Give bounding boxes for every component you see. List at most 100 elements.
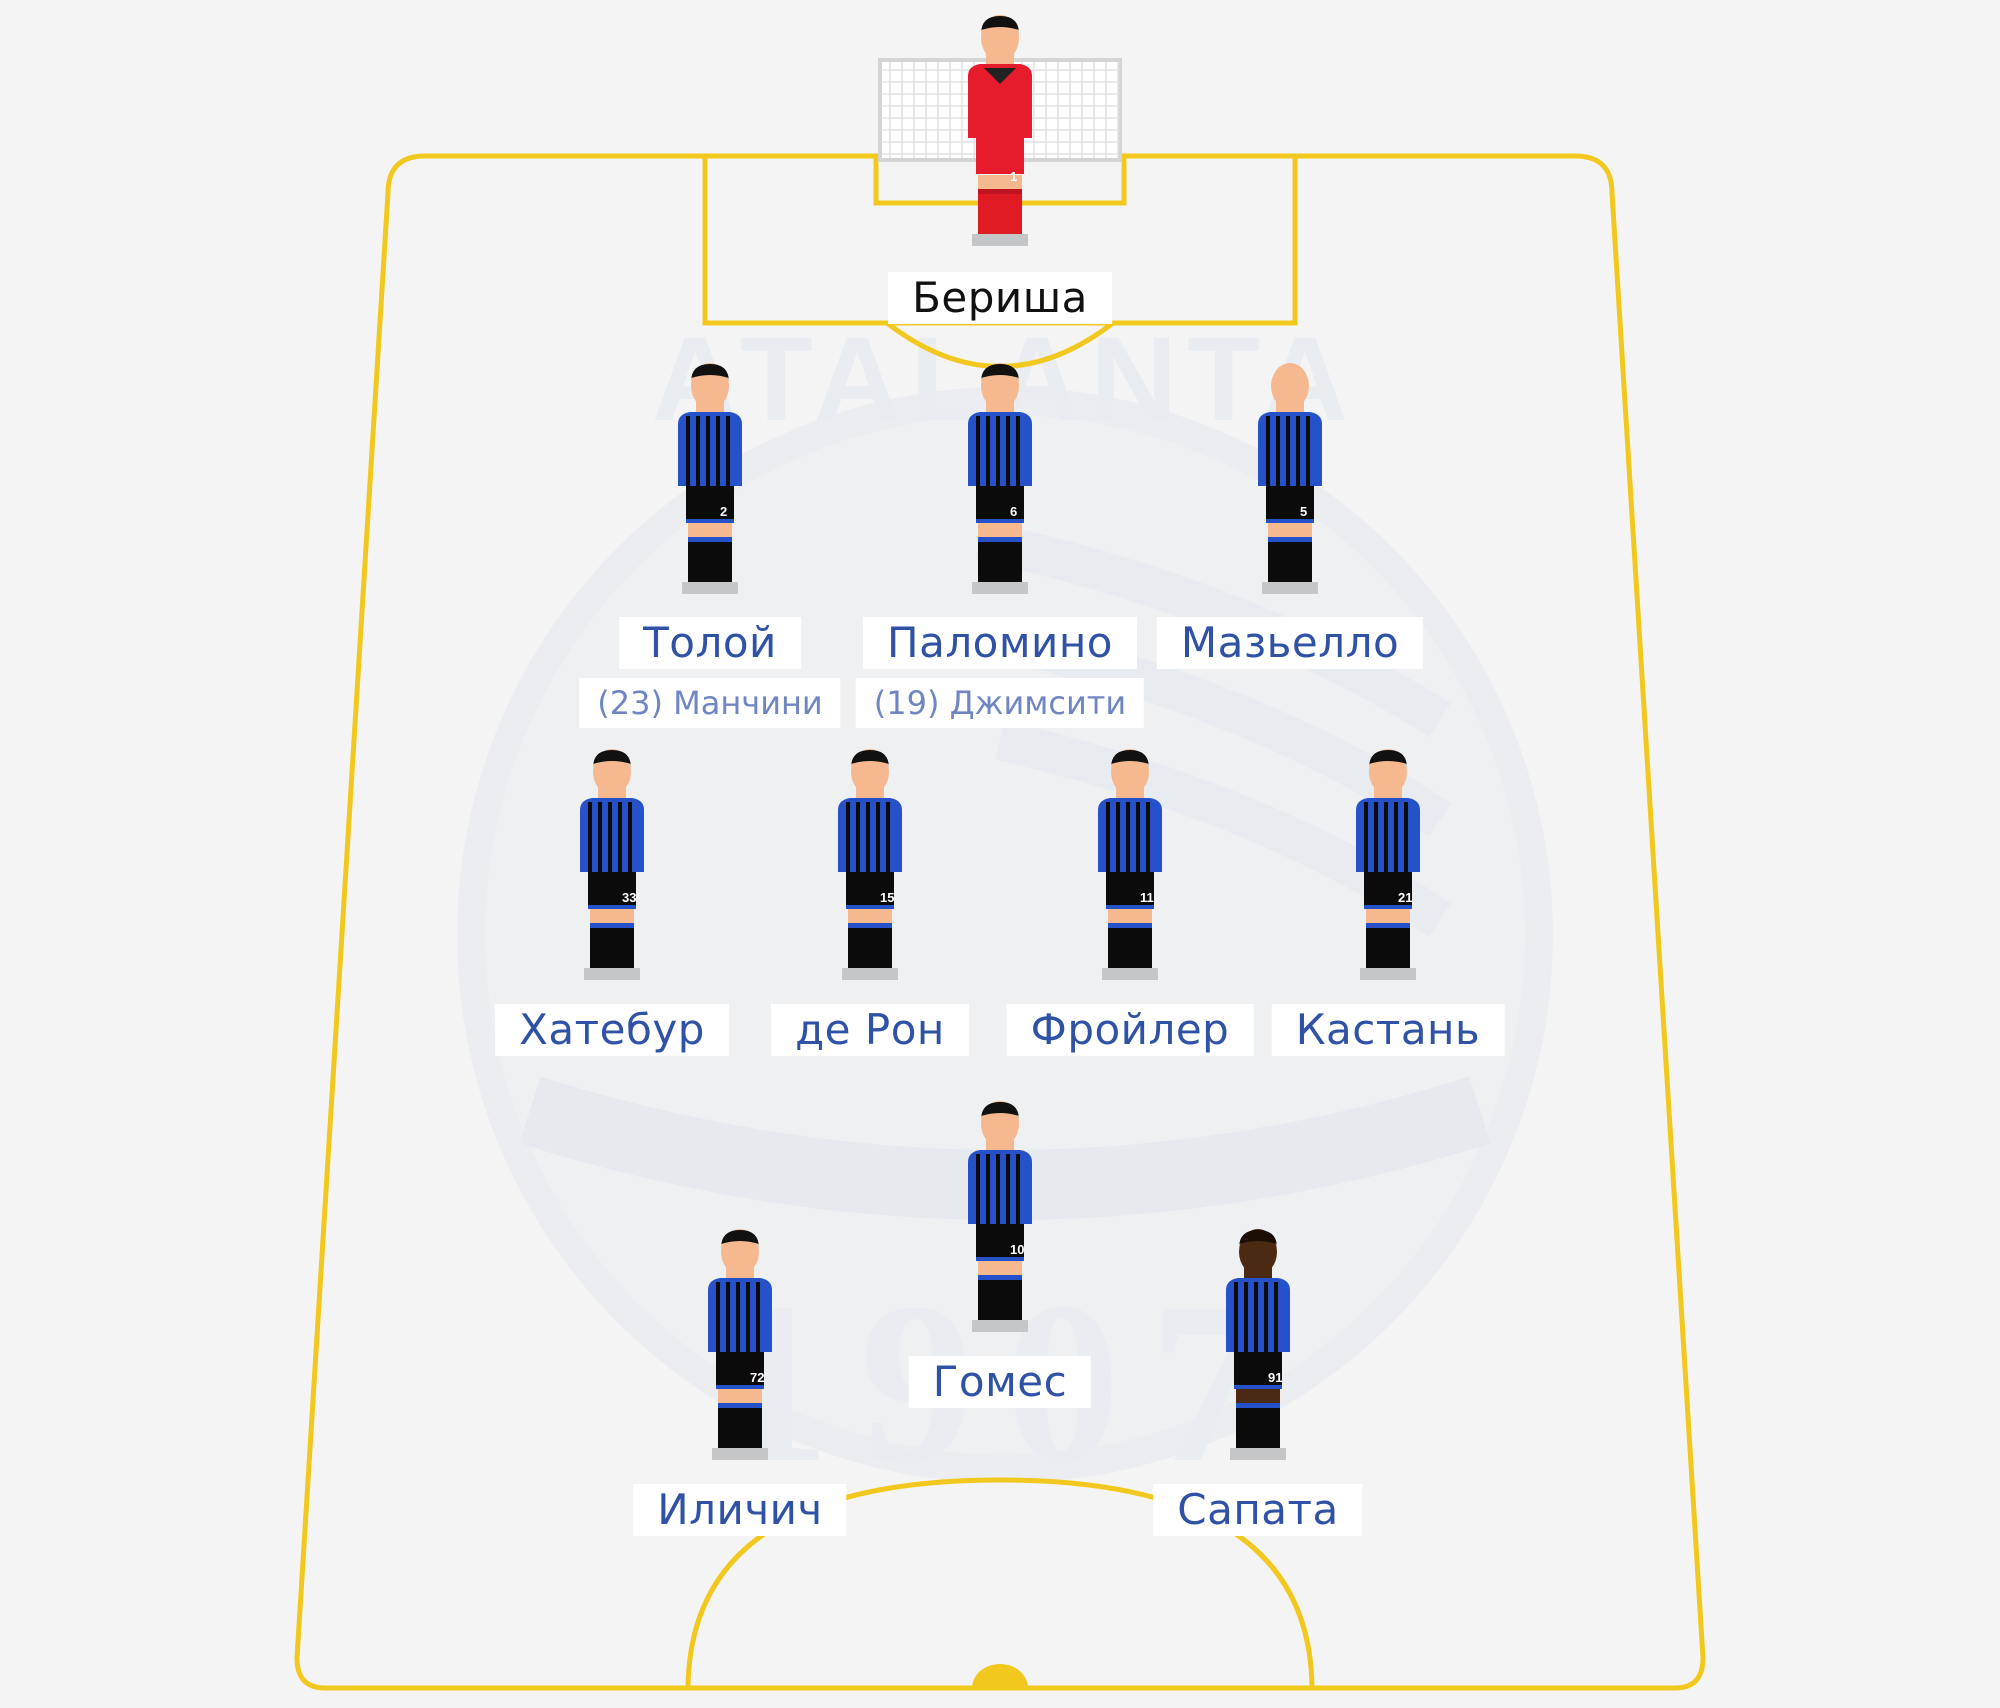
shirt-stripe xyxy=(1116,802,1120,878)
shirt-stripe xyxy=(1006,416,1010,492)
sock-band xyxy=(1236,1403,1280,1408)
lower-socks xyxy=(978,1290,1022,1320)
player-figure xyxy=(708,1229,772,1418)
shirt-stripe xyxy=(598,802,602,878)
jersey-number: 1 xyxy=(1010,169,1018,184)
legs xyxy=(978,175,1022,189)
shirt-stripe xyxy=(1296,416,1300,492)
shirt-stripe xyxy=(886,802,890,878)
shorts-trim xyxy=(1106,905,1154,909)
shirt-stripe xyxy=(756,1282,760,1358)
shorts-trim xyxy=(588,905,636,909)
jersey-number: 21 xyxy=(1398,890,1413,905)
shorts-trim xyxy=(1364,905,1412,909)
player-base xyxy=(972,552,1028,594)
shirt-stripe xyxy=(716,1282,720,1358)
stand-base xyxy=(972,234,1028,246)
shirt-stripe xyxy=(1364,802,1368,878)
shirt-stripe xyxy=(976,1154,980,1230)
shirt-stripe xyxy=(618,802,622,878)
socks xyxy=(590,928,634,938)
shirt-stripe xyxy=(746,1282,750,1358)
player-castagne: 21 xyxy=(1338,748,1438,980)
shorts xyxy=(1106,872,1154,908)
legs xyxy=(590,909,634,923)
shirt-stripe xyxy=(1006,1154,1010,1230)
shirt-stripe xyxy=(1384,802,1388,878)
sock-band xyxy=(978,189,1022,194)
socks xyxy=(978,1280,1022,1290)
stand-base xyxy=(972,582,1028,594)
player-base xyxy=(842,938,898,980)
substitute-label: (19) Джимсити xyxy=(855,678,1145,728)
stand-base xyxy=(1102,968,1158,980)
shirt-stripe xyxy=(1126,802,1130,878)
shorts xyxy=(976,138,1024,174)
shorts xyxy=(1234,1352,1282,1388)
player-toloi: 2 xyxy=(660,362,760,594)
shirt-stripe xyxy=(856,802,860,878)
shirt-stripe xyxy=(876,802,880,878)
hair xyxy=(1369,750,1407,768)
lower-socks xyxy=(848,938,892,968)
shirt-stripe xyxy=(608,802,612,878)
shorts-trim xyxy=(1234,1385,1282,1389)
center-spot xyxy=(972,1664,1028,1688)
player-base xyxy=(712,1418,768,1460)
stand-base xyxy=(1360,968,1416,980)
player-name-label: Паломино xyxy=(863,617,1137,669)
sock-band xyxy=(978,537,1022,542)
shirt-stripe xyxy=(1276,416,1280,492)
shirt-stripe xyxy=(588,802,592,878)
player-name-label: Мазьелло xyxy=(1156,617,1424,669)
stand-base xyxy=(712,1448,768,1460)
hair xyxy=(721,1230,759,1248)
player-name-label: Гомес xyxy=(908,1356,1092,1408)
sock-band xyxy=(1268,537,1312,542)
shorts-trim xyxy=(976,519,1024,523)
shorts-trim xyxy=(846,905,894,909)
player-name-label: Сапата xyxy=(1153,1484,1363,1536)
player-deroon: 15 xyxy=(820,748,920,980)
socks xyxy=(688,542,732,552)
player-name-label: де Рон xyxy=(771,1004,969,1056)
stand-base xyxy=(1230,1448,1286,1460)
shirt-stripe xyxy=(846,802,850,878)
shirt-stripe xyxy=(1244,1282,1248,1358)
shirt-stripe xyxy=(1016,1154,1020,1230)
socks xyxy=(1366,928,1410,938)
player-figure xyxy=(678,363,742,552)
player-base xyxy=(1262,552,1318,594)
shirt-stripe xyxy=(726,416,730,492)
shirt-stripe xyxy=(706,416,710,492)
player-base xyxy=(584,938,640,980)
player-figure xyxy=(1356,749,1420,938)
shirt-stripe xyxy=(866,802,870,878)
sock-band xyxy=(688,537,732,542)
player-base xyxy=(682,552,738,594)
hair xyxy=(1239,1230,1277,1248)
player-base xyxy=(1230,1418,1286,1460)
legs xyxy=(688,523,732,537)
shirt-stripe xyxy=(1266,416,1270,492)
jersey-number: 15 xyxy=(880,890,895,905)
jersey-number: 5 xyxy=(1300,504,1308,519)
player-figure xyxy=(968,1101,1032,1290)
lower-socks xyxy=(1366,938,1410,968)
hair xyxy=(981,364,1019,382)
player-palomino: 6 xyxy=(950,362,1050,594)
shorts-trim xyxy=(1266,519,1314,523)
sock-band xyxy=(590,923,634,928)
shorts xyxy=(846,872,894,908)
socks xyxy=(1236,1408,1280,1418)
shirt-stripe xyxy=(1306,416,1310,492)
shorts-trim xyxy=(976,1257,1024,1261)
socks xyxy=(718,1408,762,1418)
legs xyxy=(1236,1389,1280,1403)
stand-base xyxy=(1262,582,1318,594)
head xyxy=(1271,363,1309,409)
shirt-stripe xyxy=(1254,1282,1258,1358)
player-base xyxy=(972,204,1028,246)
center-circle-half xyxy=(685,1477,1315,1689)
